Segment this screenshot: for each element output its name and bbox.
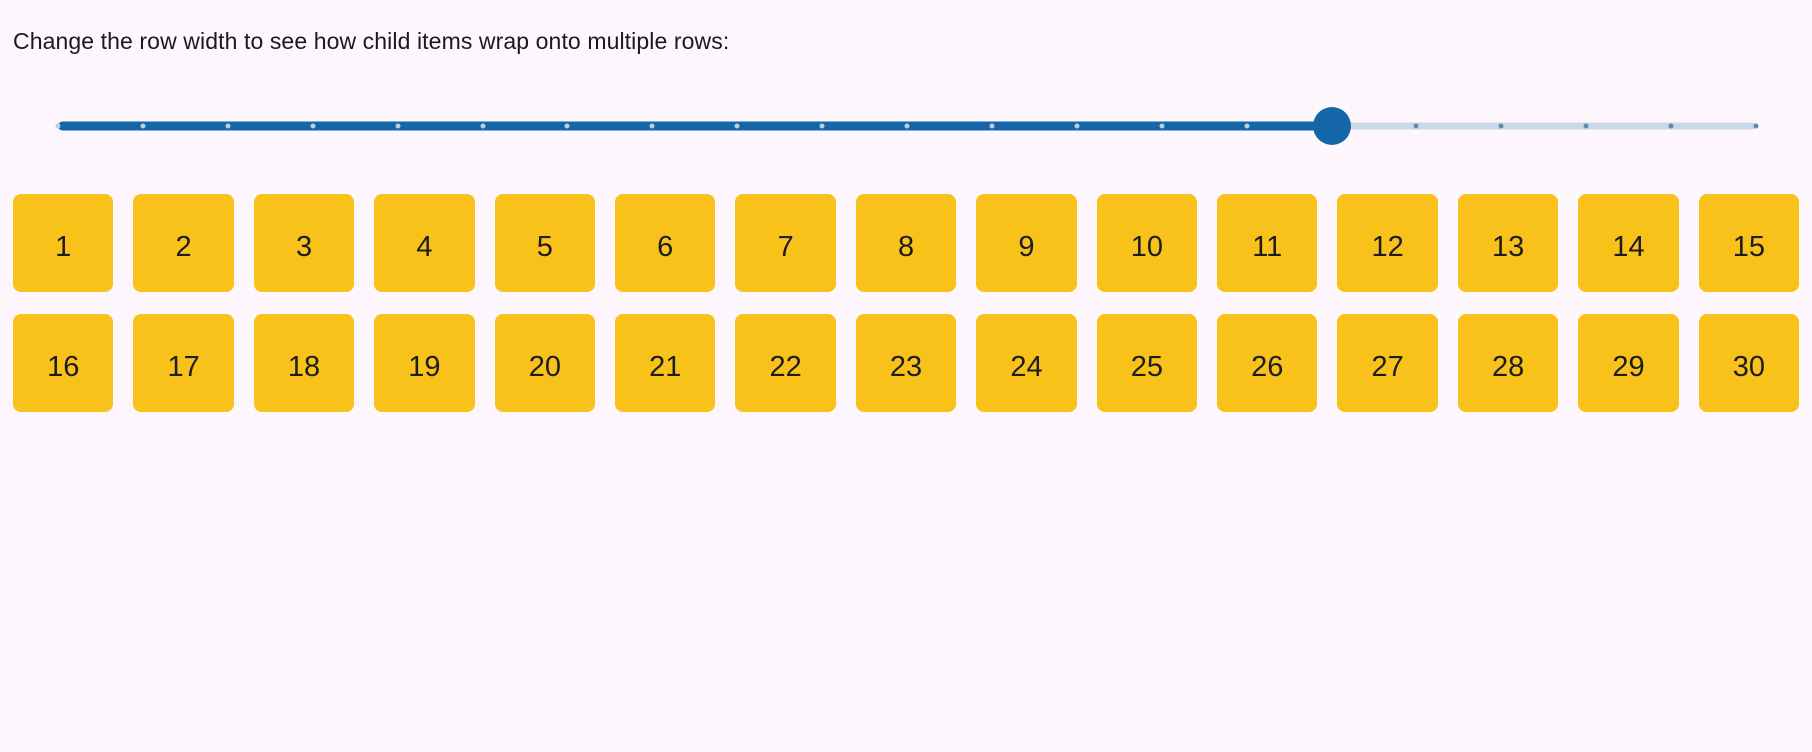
slider-tick [1498, 123, 1504, 129]
grid-item: 10 [1096, 194, 1198, 292]
slider-tick [734, 123, 740, 129]
grid-item: 19 [374, 314, 475, 412]
grid-item: 23 [855, 314, 957, 412]
grid-item: 17 [133, 314, 234, 412]
grid-item: 18 [253, 314, 355, 412]
grid-item: 27 [1337, 314, 1438, 412]
grid-item: 8 [855, 194, 957, 292]
slider-tick [819, 123, 825, 129]
slider-tick [55, 123, 61, 129]
grid-item: 24 [976, 314, 1077, 412]
grid-item: 28 [1457, 314, 1559, 412]
slider-tick [564, 123, 570, 129]
grid-item: 20 [494, 314, 596, 412]
slider-tick [480, 123, 485, 129]
grid-item: 5 [494, 194, 596, 292]
grid-item: 29 [1578, 314, 1679, 412]
slider-thumb[interactable] [1312, 107, 1351, 145]
grid-item: 7 [735, 194, 836, 292]
grid-item: 3 [253, 194, 355, 292]
slider-tick [1159, 123, 1165, 129]
slider-tick [649, 123, 655, 129]
grid-item: 9 [976, 194, 1077, 292]
grid-item: 1 [13, 194, 114, 292]
grid-item: 15 [1698, 194, 1800, 292]
grid-item: 22 [735, 314, 836, 412]
grid-item: 16 [13, 314, 114, 412]
grid-item: 2 [133, 194, 234, 292]
slider-tick [1413, 123, 1419, 129]
grid-item: 30 [1698, 314, 1800, 412]
slider-tick [140, 123, 146, 129]
grid-item: 21 [615, 314, 716, 412]
slider-tick [989, 123, 995, 129]
grid-item: 12 [1337, 194, 1438, 292]
slider-tick [395, 123, 401, 129]
instruction-text: Change the row width to see how child it… [13, 28, 730, 54]
slider-tick [1753, 123, 1759, 129]
slider-track-filled[interactable] [58, 121, 1332, 131]
slider-tick [1668, 123, 1674, 129]
row-width-slider[interactable] [55, 106, 1759, 146]
grid-item: 26 [1217, 314, 1318, 412]
slider-tick [1583, 123, 1589, 129]
slider-tick [225, 123, 231, 129]
slider-tick [1074, 123, 1080, 129]
grid-item: 6 [615, 194, 716, 292]
grid-item: 13 [1457, 194, 1559, 292]
grid-item: 14 [1578, 194, 1679, 292]
grid-item: 25 [1096, 314, 1198, 412]
slider-tick [1244, 123, 1250, 129]
slider-tick [904, 123, 910, 129]
slider-tick [310, 123, 316, 129]
grid-item: 11 [1217, 194, 1318, 292]
grid-item: 4 [374, 194, 475, 292]
